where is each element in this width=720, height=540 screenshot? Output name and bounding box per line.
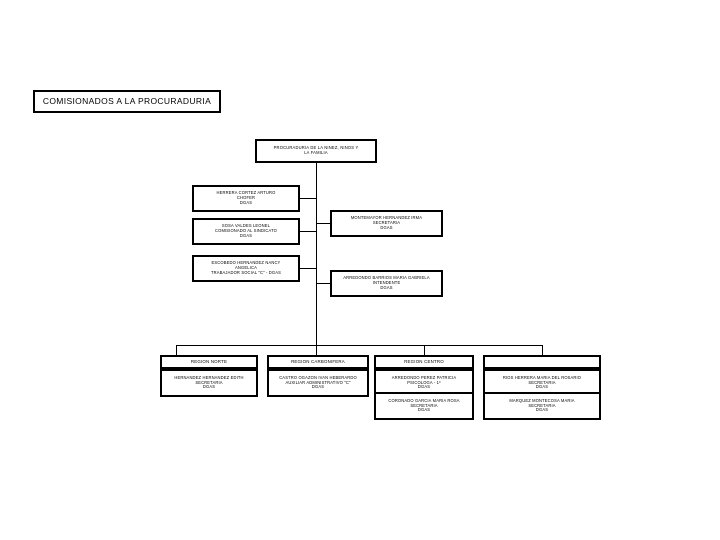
org-node-staff-3-name: ESCOBEDO HERNANDEZ NANCY <box>211 261 281 266</box>
connector-stub-staff-3 <box>300 268 317 269</box>
org-node-region-2-entry-1-unit: DGAS <box>311 385 325 390</box>
org-node-staff-3-unit: TRABAJADOR SOCIAL "C" - DGAS <box>211 270 281 275</box>
org-node-staff-1-name: HERRERA CORTEZ ARTURO <box>216 191 276 196</box>
org-node-staff-5-unit: DGAS <box>380 285 393 290</box>
page-title-banner: COMISIONADOS A LA PROCURADURIA <box>33 90 221 113</box>
org-node-staff-5: ARREDONDO BARRIOS MARIA GABRIELA INTENDE… <box>330 270 443 297</box>
connector-drop-region-2 <box>316 345 317 355</box>
org-node-region-3-entry-2-position: SECRETARIA <box>410 403 438 408</box>
connector-region-bus <box>176 345 542 346</box>
connector-stub-staff-5 <box>316 283 331 284</box>
org-node-staff-1-unit: DGAS <box>239 200 253 205</box>
org-node-staff-1: HERRERA CORTEZ ARTURO CHOFER DGAS <box>192 185 300 212</box>
org-node-region-3-entry-2-name: CORONADO GARCIA MARIA ROSA <box>388 398 460 403</box>
org-node-staff-4-name: MONTEMAYOR HERNANDEZ IRMA <box>350 216 423 221</box>
connector-stub-staff-4 <box>316 223 331 224</box>
org-node-region-3-entry-2: CORONADO GARCIA MARIA ROSA SECRETARIA DG… <box>374 392 474 420</box>
org-node-region-2-entry-1-name: CASTRO OGAZON IVAN HEBERARDO <box>279 375 357 380</box>
org-node-root: PROCURADURIA DE LA NIÑEZ, NIÑOS Y LA FAM… <box>255 139 377 163</box>
org-node-region-2-entry-1-position: AUXILIAR ADMINISTRATIVO "C" <box>285 380 351 385</box>
org-node-staff-3: ESCOBEDO HERNANDEZ NANCY ANGELICA TRABAJ… <box>192 255 300 282</box>
region-header-1: REGION NORTE <box>160 355 258 369</box>
org-node-staff-2-name: SOSA VALDES LEONEL <box>221 224 271 229</box>
org-node-region-4-entry-2: MARQUEZ MONTECOSA MARIA SECRETARIA DGAS <box>483 392 601 420</box>
org-node-staff-5-name: ARREDONDO BARRIOS MARIA GABRIELA <box>343 276 430 281</box>
connector-stub-staff-1 <box>300 198 317 199</box>
org-node-region-1-entry-1-position: SECRETARIA <box>195 380 223 385</box>
connector-spine-main <box>316 163 317 345</box>
org-node-root-line2: LA FAMILIA <box>304 151 328 155</box>
org-node-region-4-entry-2-position: SECRETARIA <box>528 403 556 408</box>
org-node-region-1-entry-1-name: HERNANDEZ HERNANDEZ EDITH <box>174 375 244 380</box>
region-header-3-label: REGION CENTRO <box>404 359 444 365</box>
region-header-2-label: REGION CARBONIFERA <box>291 359 345 365</box>
org-node-region-1-entry-1-unit: DGAS <box>202 385 216 390</box>
org-node-region-4-entry-1-position: SECRETARIA <box>528 380 556 385</box>
org-node-region-3-entry-2-unit: DGAS <box>417 408 431 413</box>
org-node-staff-2-position: COMISIONADO AL SINDICATO <box>215 229 277 234</box>
connector-drop-region-4 <box>542 345 543 355</box>
org-node-staff-3-position: ANGELICA <box>235 266 257 271</box>
org-node-region-4-entry-2-unit: DGAS <box>535 408 549 413</box>
org-node-staff-1-position: CHOFER <box>236 196 256 201</box>
connector-drop-region-1 <box>176 345 177 355</box>
org-node-staff-2: SOSA VALDES LEONEL COMISIONADO AL SINDIC… <box>192 218 300 245</box>
region-header-1-label: REGION NORTE <box>190 359 228 365</box>
connector-stub-staff-2 <box>300 231 317 232</box>
region-header-3: REGION CENTRO <box>374 355 474 369</box>
org-node-staff-2-unit: DGAS <box>239 233 253 238</box>
org-node-region-1-entry-1: HERNANDEZ HERNANDEZ EDITH SECRETARIA DGA… <box>160 369 258 397</box>
org-node-region-3-entry-1-name: ARREDONDO PEREZ PATRICIA <box>391 375 457 380</box>
org-node-staff-4: MONTEMAYOR HERNANDEZ IRMA SECRETARIA DGA… <box>330 210 443 237</box>
org-node-staff-5-position: INTENDENTE <box>372 281 401 286</box>
org-node-region-3-entry-1-position: PSICOLOGA - 1º <box>407 380 441 385</box>
org-node-staff-4-position: SECRETARIA <box>372 221 401 226</box>
org-node-region-3-entry-1-unit: DGAS <box>417 385 431 390</box>
org-node-region-2-entry-1: CASTRO OGAZON IVAN HEBERARDO AUXILIAR AD… <box>267 369 369 397</box>
connector-drop-region-3 <box>424 345 425 355</box>
region-header-4 <box>483 355 601 369</box>
region-header-2: REGION CARBONIFERA <box>267 355 369 369</box>
org-node-region-4-entry-1-name: RIOS HERRERA MARIA DEL ROSARIO <box>502 375 582 380</box>
org-node-root-line1: PROCURADURIA DE LA NIÑEZ, NIÑOS Y <box>273 146 359 151</box>
org-node-staff-4-unit: DGAS <box>380 225 393 230</box>
page-title-text: COMISIONADOS A LA PROCURADURIA <box>42 96 212 107</box>
org-node-region-4-entry-2-name: MARQUEZ MONTECOSA MARIA <box>509 398 575 403</box>
org-node-region-4-entry-1-unit: DGAS <box>535 385 549 390</box>
